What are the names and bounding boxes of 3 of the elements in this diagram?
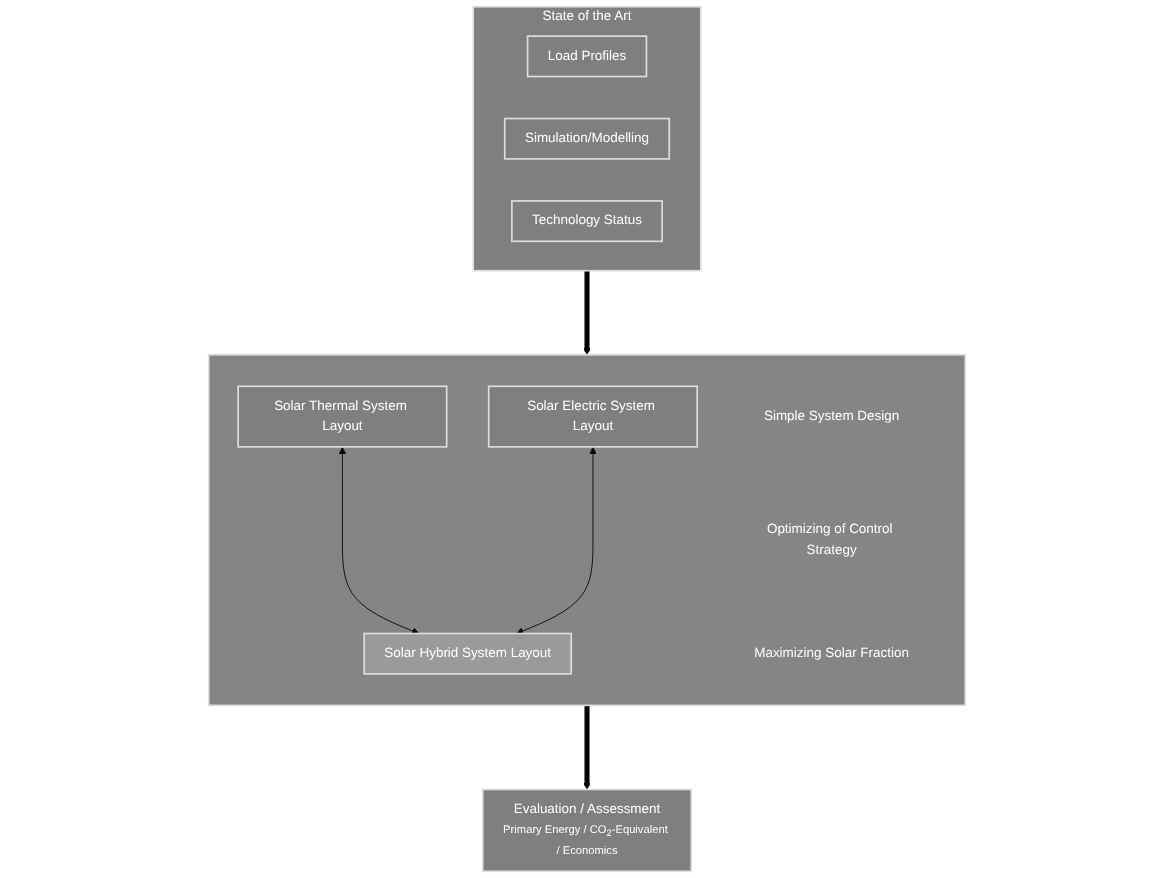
cluster: [207, 353, 967, 707]
arrow: [583, 270, 591, 356]
arrow: [583, 705, 591, 790]
